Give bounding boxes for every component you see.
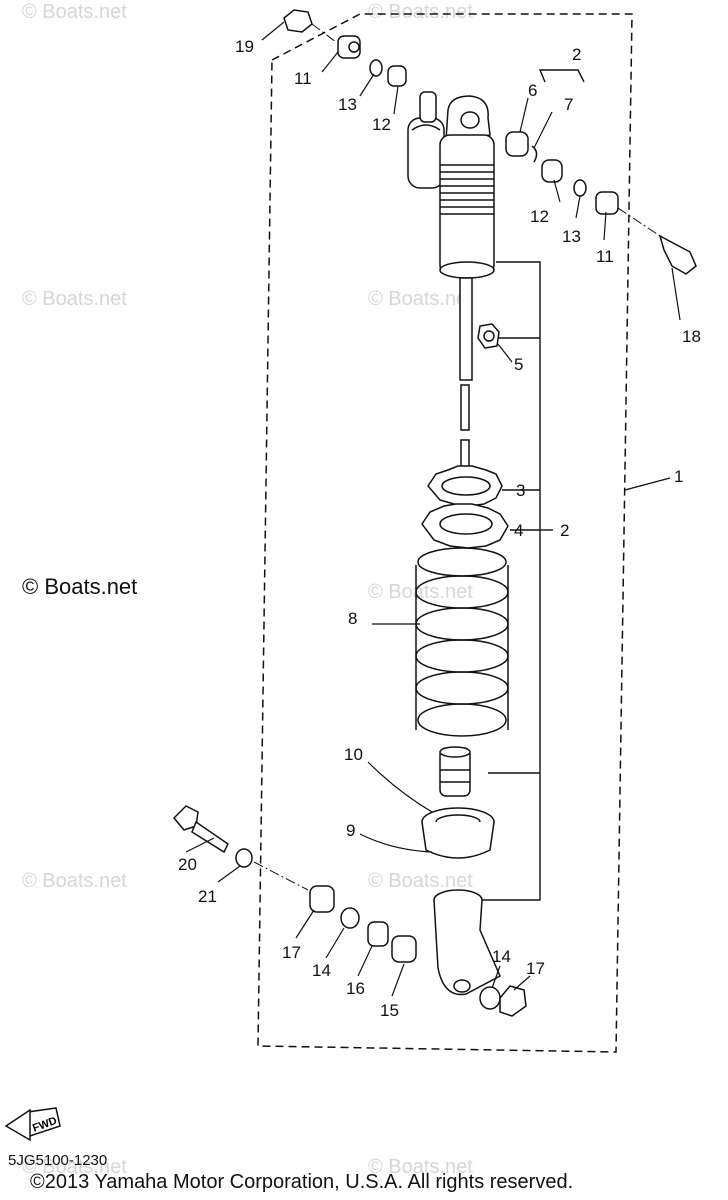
callout-14: 14 [492, 947, 511, 966]
callout-numbers: 2 6 7 19 11 13 12 12 13 11 18 5 3 1 4 2 … [178, 37, 701, 1020]
callout-19: 19 [235, 37, 254, 56]
callout-18: 18 [682, 327, 701, 346]
callout-10: 10 [344, 745, 363, 764]
shock-absorber-body [407, 91, 495, 481]
callout-21: 21 [198, 887, 217, 906]
callout-6: 6 [528, 81, 537, 100]
callout-7: 7 [564, 95, 573, 114]
assembly-boundary [257, 13, 633, 1053]
watermark: © Boats.net [22, 870, 127, 892]
watermark: © Boats.net [368, 288, 473, 310]
callout-2: 2 [560, 521, 569, 540]
callout-12: 12 [530, 207, 549, 226]
lower-clevis [433, 889, 501, 996]
watermark: © Boats.net [368, 581, 473, 603]
watermark: © Boats.net [368, 1156, 473, 1178]
bolt-axes [253, 23, 661, 891]
watermark: © Boats.net [22, 288, 127, 310]
copyright-notice: ©2013 Yamaha Motor Corporation, U.S.A. A… [30, 1171, 574, 1193]
callout-4: 4 [514, 521, 523, 540]
upper-mount-hardware [283, 9, 697, 275]
lower-mount-hardware [172, 805, 527, 1017]
callout-17: 17 [282, 943, 301, 962]
callout-20: 20 [178, 855, 197, 874]
callout-9: 9 [346, 821, 355, 840]
spring-seat-parts [421, 746, 495, 859]
coil-spring-part-8 [415, 547, 509, 737]
callout-5: 5 [514, 355, 523, 374]
watermarks: © Boats.net © Boats.net © Boats.net © Bo… [22, 1, 473, 1178]
callout-3: 3 [516, 481, 525, 500]
spring-adjuster-nuts [421, 465, 509, 549]
group-brackets [478, 69, 671, 901]
callout-13: 13 [562, 227, 581, 246]
callout-12: 12 [372, 115, 391, 134]
callout-1: 1 [674, 467, 683, 486]
watermark: © Boats.net [22, 1, 127, 23]
callout-2: 2 [572, 45, 581, 64]
callout-14: 14 [312, 961, 331, 980]
callout-15: 15 [380, 1001, 399, 1020]
watermark: © Boats.net [368, 870, 473, 892]
watermark: © Boats.net [22, 1156, 127, 1178]
callout-17: 17 [526, 959, 545, 978]
diagram-code: 5JG5100-1230 [8, 1152, 108, 1169]
callout-11: 11 [294, 69, 312, 88]
leader-lines [185, 21, 681, 997]
fwd-arrow-icon: FWD [4, 1107, 61, 1142]
nut-part-5 [477, 323, 500, 349]
brand-watermark: © Boats.net [22, 574, 138, 599]
callout-16: 16 [346, 979, 365, 998]
callout-8: 8 [348, 609, 357, 628]
callout-13: 13 [338, 95, 357, 114]
callout-11: 11 [596, 247, 614, 266]
watermark: © Boats.net [368, 1, 473, 23]
